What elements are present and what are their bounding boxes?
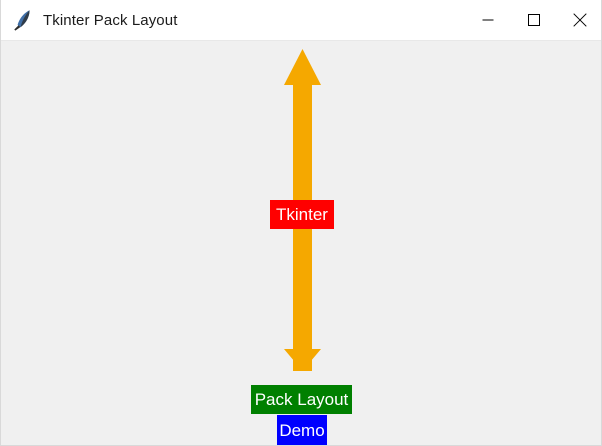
- minimize-button[interactable]: [465, 0, 511, 40]
- close-button[interactable]: [557, 0, 601, 40]
- window-title: Tkinter Pack Layout: [43, 11, 178, 29]
- feather-quill-icon: [14, 10, 30, 31]
- label-pack-layout: Pack Layout: [251, 385, 352, 414]
- close-icon: [573, 13, 587, 27]
- label-demo: Demo: [277, 415, 327, 445]
- canvas-area: Tkinter Pack Layout Demo: [1, 41, 601, 445]
- minimize-icon: [482, 19, 494, 21]
- title-bar: Tkinter Pack Layout: [1, 0, 601, 41]
- maximize-icon: [528, 14, 540, 26]
- label-tkinter: Tkinter: [270, 200, 334, 229]
- maximize-button[interactable]: [511, 0, 557, 40]
